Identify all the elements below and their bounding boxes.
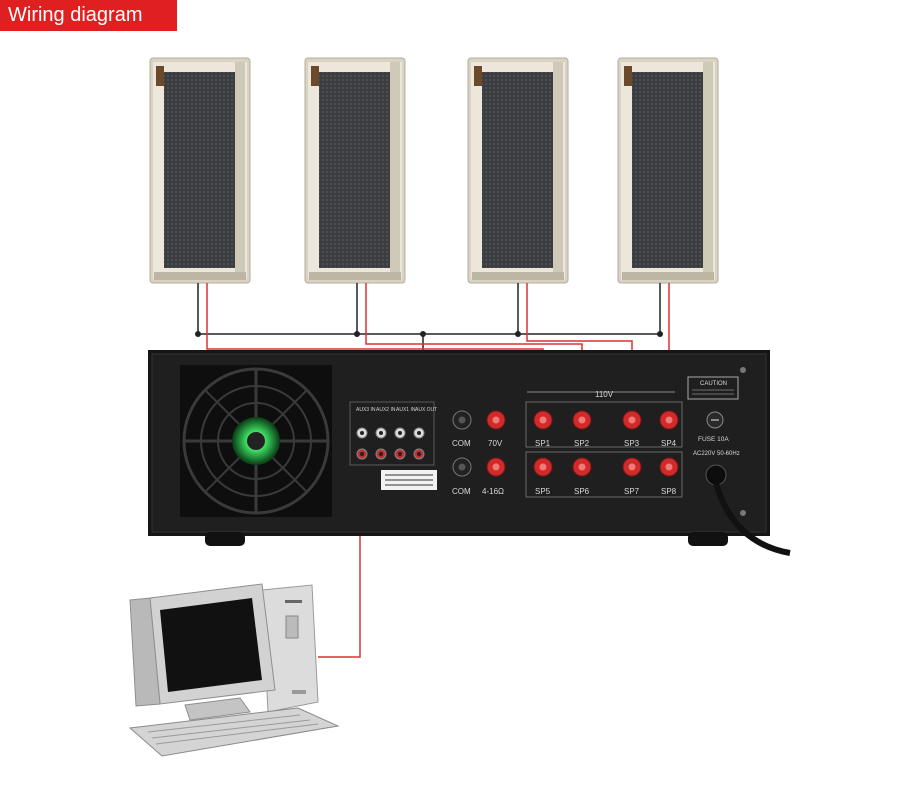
terminal-label: SP8 [661, 487, 677, 496]
terminal-label: 4-16Ω [482, 487, 504, 496]
terminal-label: SP1 [535, 439, 551, 448]
terminal-label: SP2 [574, 439, 590, 448]
common-wire-junctions [195, 331, 663, 337]
title-text: Wiring diagram [8, 4, 143, 26]
aux-panel: AUX3 IN AUX2 IN AUX1 IN AUX OUT [349, 401, 437, 490]
terminal-label: 70V [488, 439, 503, 448]
monitor-screen [160, 598, 262, 692]
cooling-fan [180, 365, 332, 517]
fuse-label: FUSE 10A [698, 436, 729, 443]
brand-logo [156, 66, 164, 86]
brand-logo [624, 66, 632, 86]
brand-logo [311, 66, 319, 86]
amp-foot [688, 532, 728, 546]
aux-label: AUX2 IN [376, 407, 396, 413]
caution-label-box [687, 376, 739, 400]
keyboard [128, 707, 340, 757]
aux-label: AUX3 IN [356, 407, 376, 413]
aux-label: AUX1 IN [396, 407, 416, 413]
amp-foot [205, 532, 245, 546]
speaker-grille [632, 72, 703, 268]
terminal-label: SP3 [624, 439, 640, 448]
power-cord [713, 482, 791, 556]
voltage-label: 110V [595, 390, 614, 399]
terminal-group-bottom [525, 451, 683, 498]
terminal-labels-top: COM 70V SP1 SP2 SP3 SP4 [452, 439, 677, 448]
computer [128, 583, 340, 757]
power-label: AC220V 50-60Hz [693, 451, 740, 457]
terminal-group-top [525, 401, 683, 448]
amplifier: AUX3 IN AUX2 IN AUX1 IN AUX OUT [148, 350, 791, 556]
pc-tower [261, 584, 319, 713]
terminal-posts-bottom[interactable] [452, 457, 679, 477]
speaker-grille [482, 72, 553, 268]
aux-label: AUX OUT [415, 407, 437, 413]
speaker-1 [149, 57, 251, 284]
terminal-posts-top[interactable] [452, 410, 679, 430]
power-inlet[interactable] [705, 464, 727, 486]
speaker-3 [467, 57, 569, 284]
terminal-label: SP7 [624, 487, 640, 496]
brand-logo [474, 66, 482, 86]
caution-label: CAUTION [700, 381, 727, 387]
terminal-labels-bottom: COM 4-16Ω SP5 SP6 SP7 SP8 [452, 487, 677, 496]
terminal-label: COM [452, 439, 471, 448]
crt-monitor [129, 583, 276, 721]
speaker-grille [319, 72, 390, 268]
terminal-label: SP6 [574, 487, 590, 496]
speaker-grille [164, 72, 235, 268]
title-badge: Wiring diagram [0, 0, 177, 31]
speaker-2 [304, 57, 406, 284]
terminal-label: SP4 [661, 439, 677, 448]
terminal-label: COM [452, 487, 471, 496]
speaker-4 [617, 57, 719, 284]
terminal-label: SP5 [535, 487, 551, 496]
rca-jacks[interactable] [356, 427, 425, 460]
